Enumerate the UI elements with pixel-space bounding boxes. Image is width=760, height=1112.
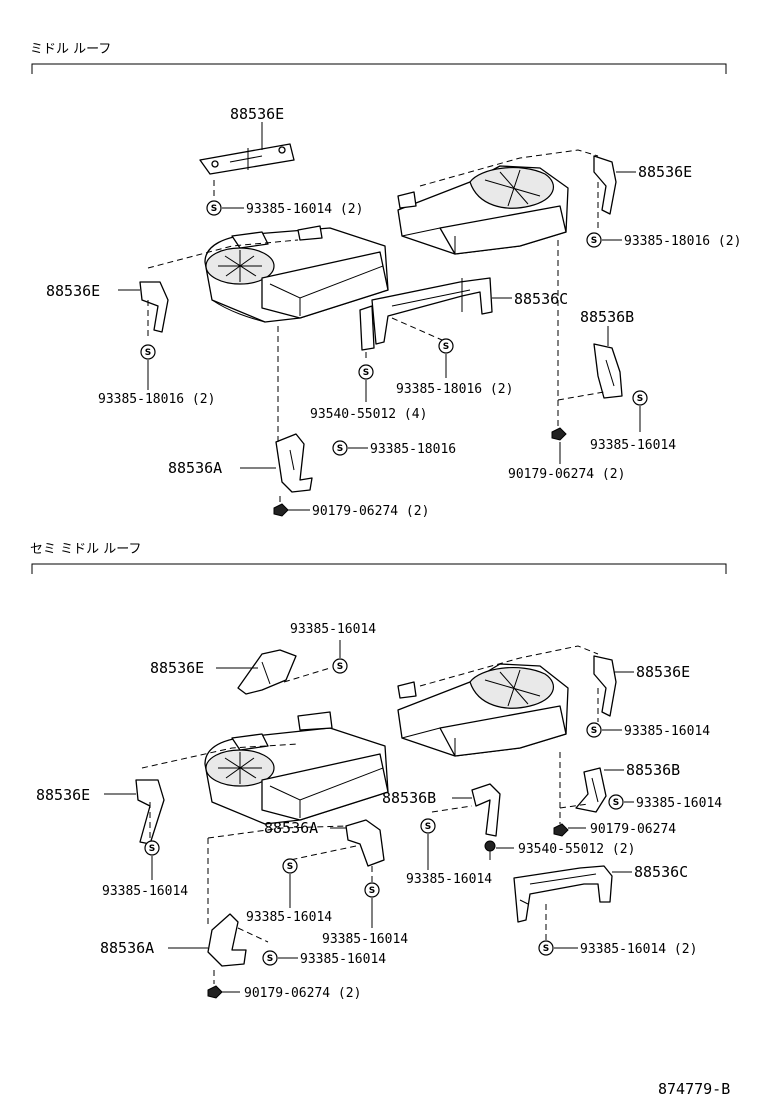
fastener-symbol-icon: S (586, 232, 602, 248)
blower-housing-right (397, 165, 569, 255)
svg-text:S: S (337, 662, 343, 672)
part-label: 93385-16014 (624, 724, 710, 739)
part-label: 88536B (382, 789, 436, 807)
bracket-88536E-left (139, 281, 169, 333)
section-bracket-line (31, 563, 727, 574)
fastener-symbol-icon: S (262, 950, 278, 966)
part-label: 90179-06274 (2) (312, 504, 429, 519)
bracket-88536E-right (593, 655, 617, 717)
fastener-symbol-icon: S (140, 344, 156, 360)
fastener-symbol-icon: S (332, 658, 348, 674)
screw-icon (484, 840, 496, 860)
bracket-88536E-right (593, 155, 617, 215)
part-label: 93385-18016 (2) (624, 234, 741, 249)
svg-text:S: S (145, 348, 151, 358)
blower-housing-left (204, 711, 389, 825)
part-label: 93385-16014 (636, 796, 722, 811)
part-label: 90179-06274 (590, 822, 676, 837)
part-label: 93385-16014 (102, 884, 188, 899)
part-label: 93385-18016 (370, 442, 456, 457)
part-label: 88536E (636, 663, 690, 681)
part-label: 88536E (230, 105, 284, 123)
fastener-symbol-icon: S (282, 858, 298, 874)
bracket-88536A-upper (345, 819, 385, 867)
part-label: 93385-16014 (2) (580, 942, 697, 957)
bracket-88536C (359, 277, 493, 351)
part-label: 88536A (168, 459, 222, 477)
svg-text:S: S (287, 862, 293, 872)
svg-text:S: S (337, 444, 343, 454)
fastener-symbol-icon: S (144, 840, 160, 856)
section-title: ミドル ルーフ (30, 42, 111, 57)
part-label: 93385-16014 (290, 622, 376, 637)
svg-text:S: S (543, 944, 549, 954)
section-semi-middle-roof: セミ ミドル ルーフ (30, 542, 727, 1001)
svg-text:S: S (369, 886, 375, 896)
fastener-symbol-icon: S (538, 940, 554, 956)
part-label: 93385-16014 (406, 872, 492, 887)
part-label: 93385-16014 (590, 438, 676, 453)
fastener-symbol-icon: S (364, 882, 380, 898)
section-middle-roof: ミドル ルーフ (30, 42, 741, 519)
part-label: 88536A (100, 939, 154, 957)
part-label: 88536E (638, 163, 692, 181)
bracket-88536A-lower (207, 913, 247, 967)
clip-icon (207, 985, 223, 999)
fastener-symbol-icon: S (608, 794, 624, 810)
bracket-88536A (275, 433, 313, 493)
part-label: 88536E (150, 659, 204, 677)
bracket-88536C (513, 865, 613, 923)
svg-text:S: S (591, 726, 597, 736)
part-label: 93385-16014 (2) (246, 202, 363, 217)
bracket-88536E-top (237, 649, 297, 695)
section-title: セミ ミドル ルーフ (30, 542, 142, 557)
fastener-symbol-icon: S (420, 818, 436, 834)
clip-icon (553, 823, 569, 837)
section-bracket-line (31, 63, 727, 74)
diagram-id: 874779-B (658, 1080, 730, 1098)
part-label: 90179-06274 (2) (244, 986, 361, 1001)
part-label: 88536B (626, 761, 680, 779)
fastener-symbol-icon: S (206, 200, 222, 216)
part-label: 90179-06274 (2) (508, 467, 625, 482)
svg-text:S: S (267, 954, 273, 964)
svg-text:S: S (425, 822, 431, 832)
svg-text:S: S (443, 342, 449, 352)
fastener-symbol-icon: S (358, 364, 374, 380)
bracket-88536B (593, 343, 623, 399)
part-label: 93385-16014 (322, 932, 408, 947)
fastener-symbol-icon: S (632, 390, 648, 406)
fastener-symbol-icon: S (438, 338, 454, 354)
svg-text:S: S (211, 204, 217, 214)
clip-icon (551, 427, 567, 441)
svg-text:S: S (363, 368, 369, 378)
svg-text:S: S (149, 844, 155, 854)
svg-text:S: S (637, 394, 643, 404)
bracket-88536B-right (575, 767, 607, 813)
svg-text:S: S (613, 798, 619, 808)
blower-housing-right (397, 663, 569, 757)
fastener-symbol-icon: S (332, 440, 348, 456)
part-label: 93540-55012 (4) (310, 407, 427, 422)
fastener-symbol-icon: S (586, 722, 602, 738)
part-label: 93385-16014 (300, 952, 386, 967)
part-label: 93385-18016 (2) (396, 382, 513, 397)
svg-text:S: S (591, 236, 597, 246)
part-label: 88536C (634, 863, 688, 881)
clip-icon (273, 503, 289, 517)
part-label: 88536A (264, 819, 318, 837)
bracket-88536B-middle (471, 783, 501, 837)
bracket-88536E-top (199, 143, 295, 175)
part-label: 93385-18016 (2) (98, 392, 215, 407)
part-label: 93540-55012 (2) (518, 842, 635, 857)
part-label: 88536C (514, 290, 568, 308)
part-label: 88536E (46, 282, 100, 300)
part-label: 93385-16014 (246, 910, 332, 925)
part-label: 88536B (580, 308, 634, 326)
part-label: 88536E (36, 786, 90, 804)
